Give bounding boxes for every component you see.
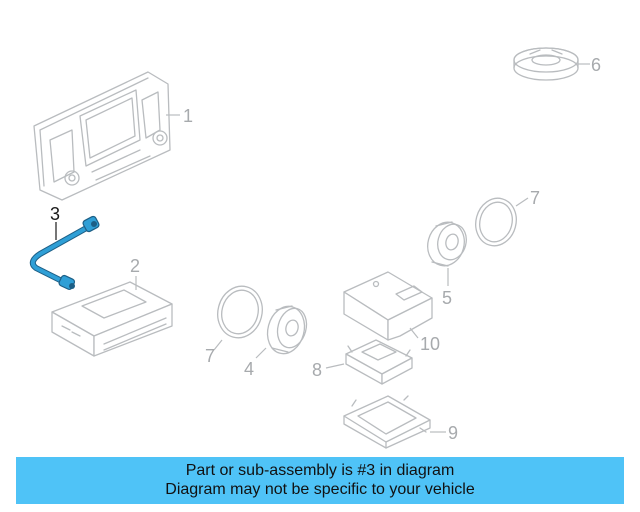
callout-10: 10 [420, 334, 440, 354]
part-7-ring-gasket-left[interactable] [212, 281, 268, 343]
part-6-round-cover[interactable] [513, 47, 579, 81]
callout-6: 6 [591, 55, 601, 75]
callout-5: 5 [442, 288, 452, 308]
info-banner: Part or sub-assembly is #3 in diagram Di… [16, 457, 624, 504]
part-9-mounting-frame[interactable] [343, 395, 431, 449]
part-7-ring-gasket-right[interactable] [470, 194, 521, 251]
banner-line-2: Diagram may not be specific to your vehi… [165, 481, 475, 498]
part-5-speaker-right[interactable] [423, 218, 470, 270]
callout-8: 8 [312, 360, 322, 380]
callout-7b: 7 [530, 188, 540, 208]
callout-3: 3 [50, 204, 60, 224]
part-3-antenna-cable[interactable] [29, 215, 100, 291]
callout-7a: 7 [205, 346, 215, 366]
part-4-speaker-left[interactable] [262, 302, 310, 358]
part-10-amplifier[interactable] [343, 271, 433, 341]
part-1-radio-unit[interactable] [33, 71, 171, 201]
banner-line-1: Part or sub-assembly is #3 in diagram [185, 462, 455, 479]
part-2-control-module[interactable] [51, 281, 173, 357]
callout-1: 1 [183, 106, 193, 126]
part-8-module-bracket[interactable] [345, 339, 413, 385]
callout-2: 2 [130, 256, 140, 276]
callout-9: 9 [448, 423, 458, 443]
callout-4: 4 [244, 359, 254, 379]
